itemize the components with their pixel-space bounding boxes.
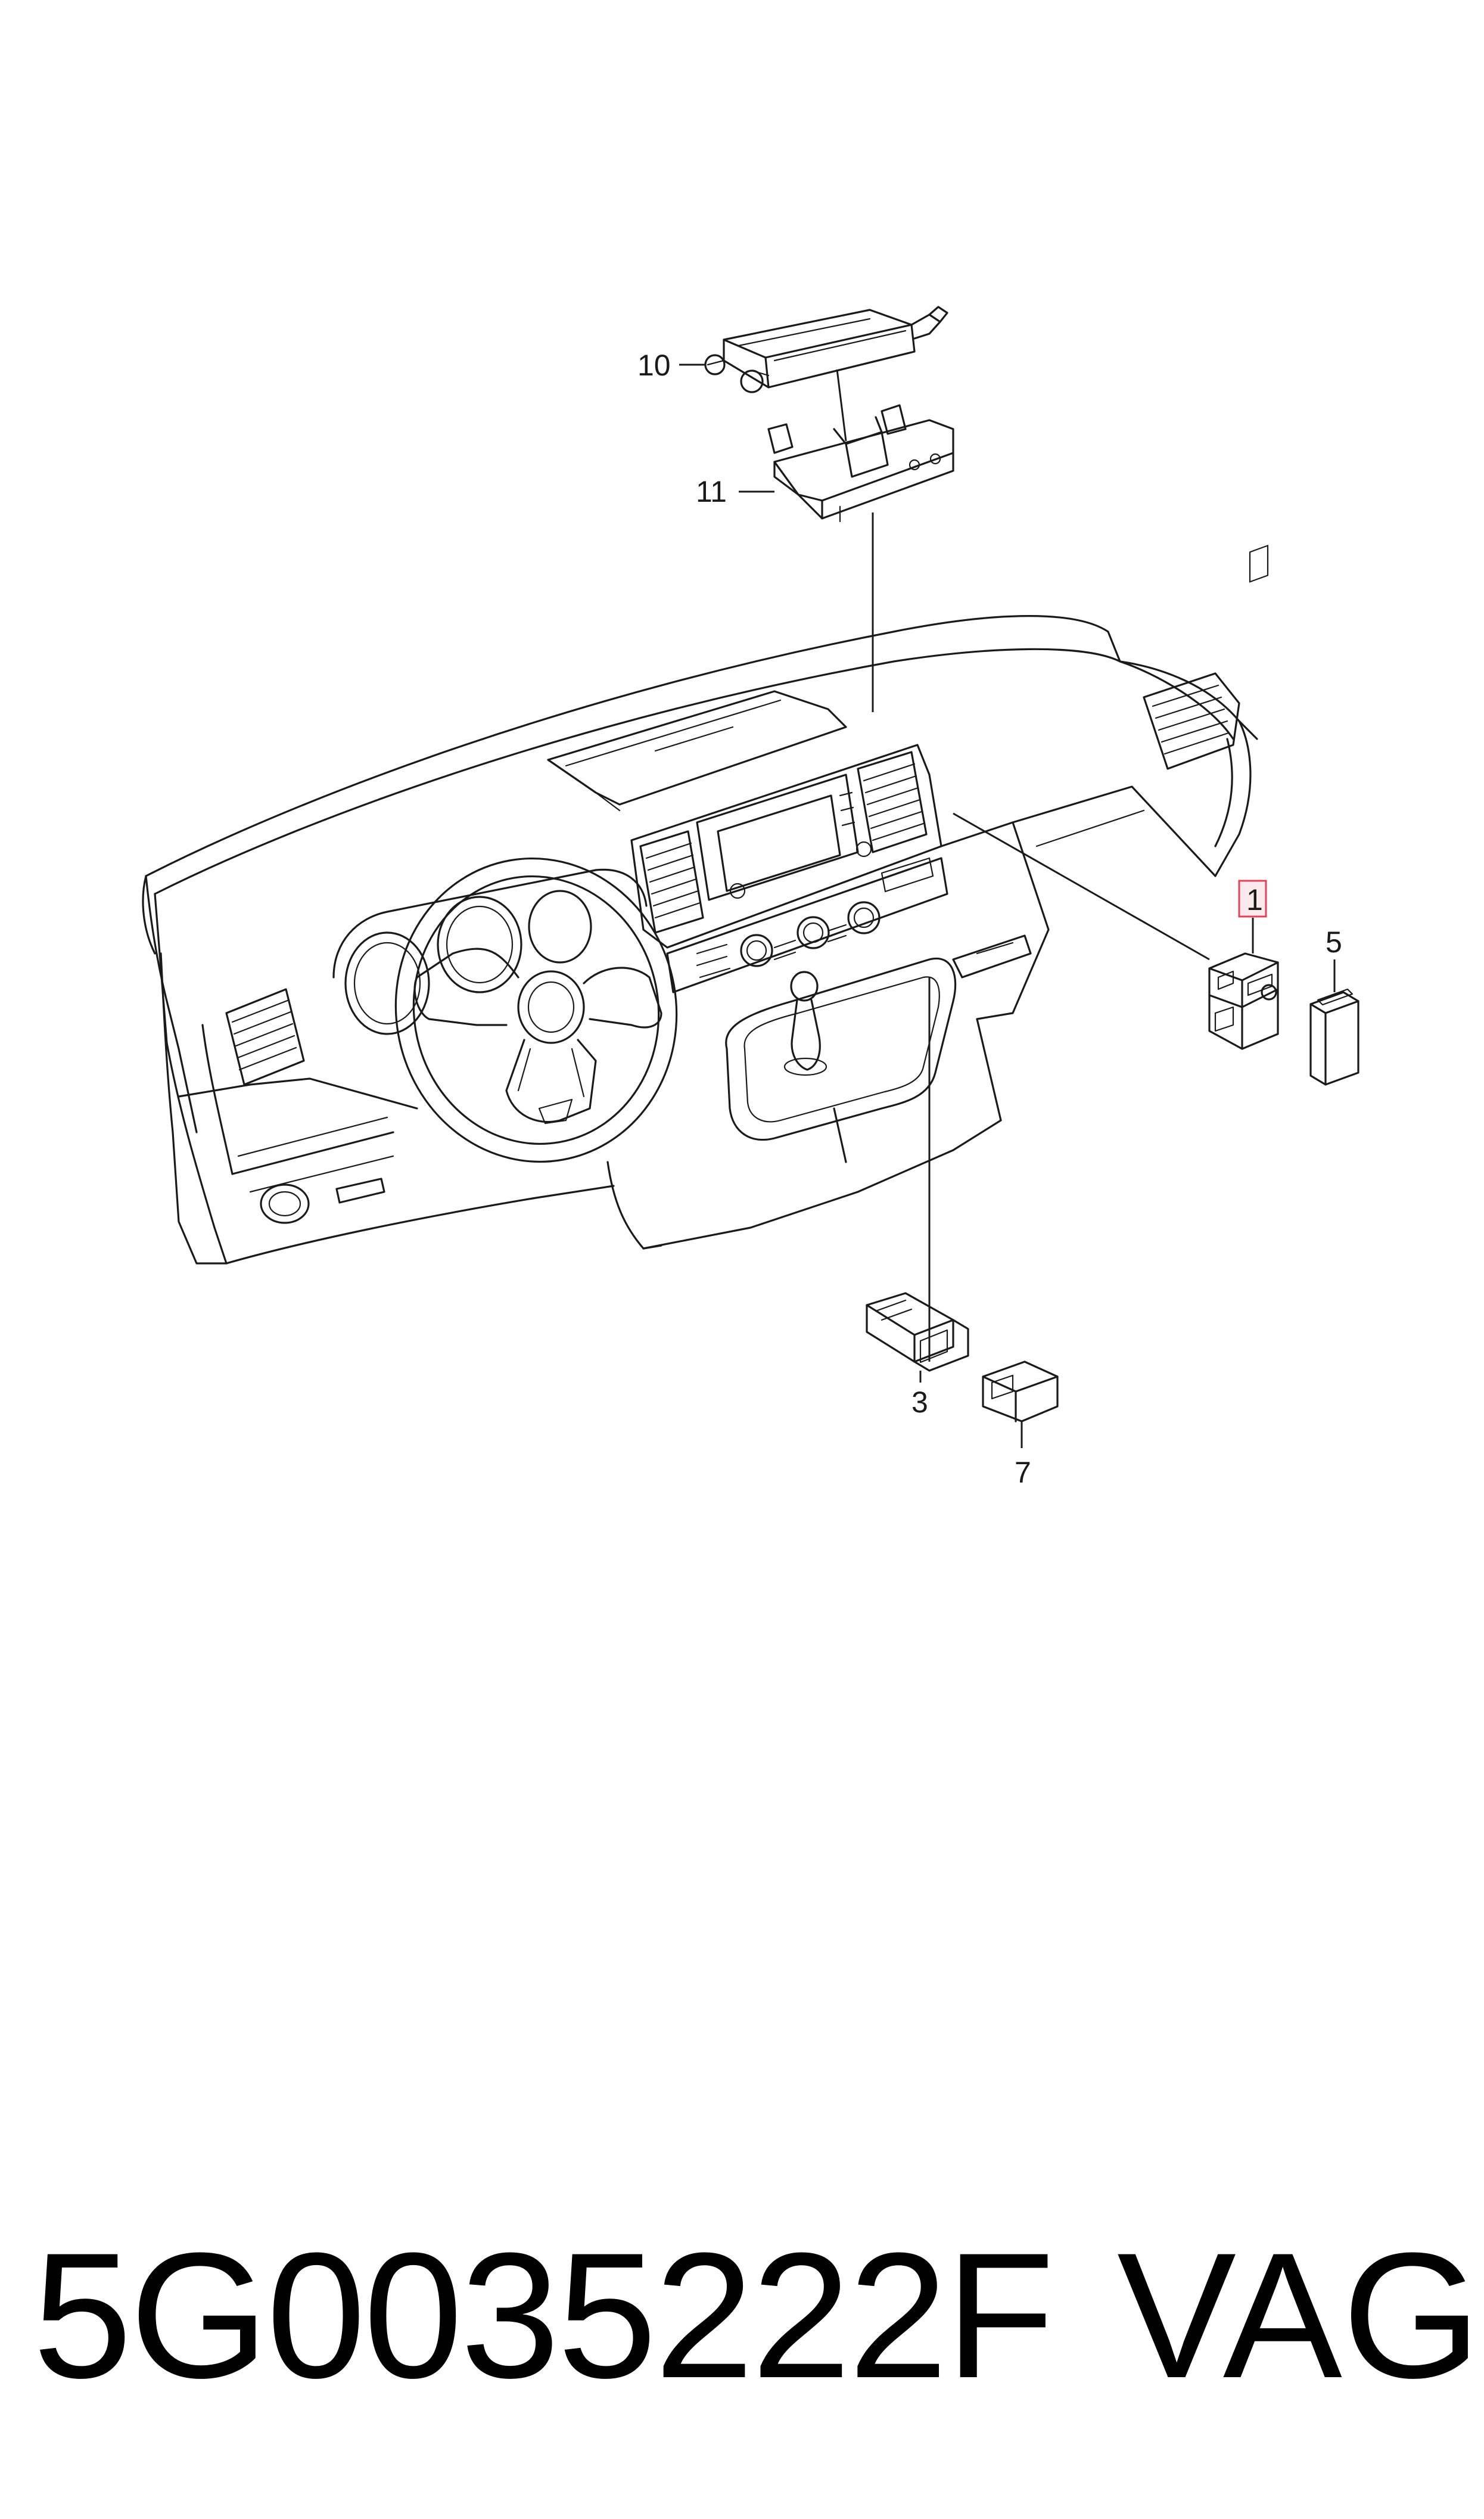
leader-1-dash bbox=[953, 812, 1210, 961]
leader-10-11 bbox=[836, 369, 847, 442]
callout-5: 5 bbox=[1326, 925, 1342, 959]
callout-1-highlight-box bbox=[1238, 880, 1267, 918]
brand-name: VAG bbox=[1117, 2215, 1482, 2415]
callout-1: 1 bbox=[1246, 883, 1263, 917]
callout-11: 11 bbox=[696, 475, 727, 508]
callout-10: 10 bbox=[637, 349, 671, 382]
callout-3: 3 bbox=[911, 1386, 928, 1419]
callout-7: 7 bbox=[1015, 1456, 1031, 1489]
dashboard-illustration bbox=[142, 615, 1258, 1265]
part-3-usb-socket bbox=[866, 1292, 969, 1372]
part-10-control-module bbox=[704, 306, 948, 393]
part-11-bracket bbox=[767, 404, 954, 523]
part-5-blank-cover bbox=[1309, 988, 1359, 1086]
part-number: 5G0035222F bbox=[33, 2215, 1054, 2415]
part-7-blank-cover bbox=[982, 1361, 1059, 1422]
part-1-usb-hub bbox=[1208, 545, 1279, 1050]
